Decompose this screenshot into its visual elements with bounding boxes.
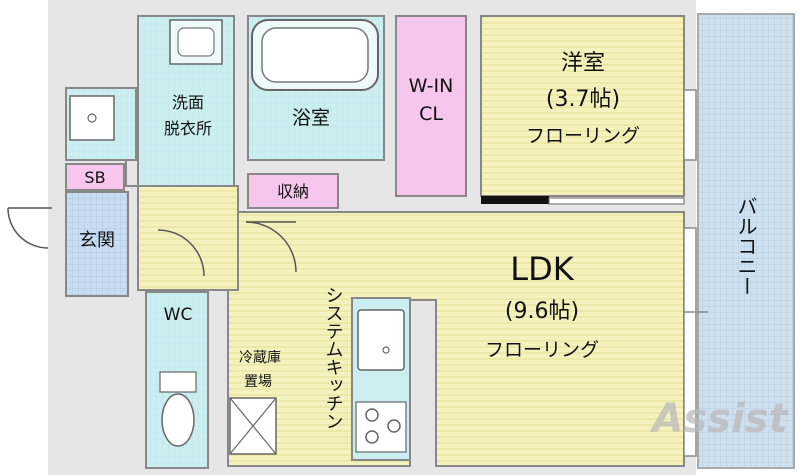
- balcony-label: バルコニー: [734, 196, 758, 296]
- western-room: [480, 15, 685, 197]
- entrance: [65, 191, 129, 297]
- ldk-name: LDK: [510, 250, 574, 288]
- balcony: [697, 13, 795, 469]
- fridge-label-1: 冷蔵庫: [239, 349, 281, 366]
- toilet-tank: [159, 371, 197, 393]
- washer-drain: [87, 113, 97, 123]
- toilet-label: WC: [164, 305, 193, 325]
- stove: [355, 401, 407, 453]
- western-room-size: (3.7帖): [546, 87, 620, 112]
- hall-door: [157, 229, 205, 277]
- kitchen-sink: [357, 309, 405, 371]
- ldk-size: (9.6帖): [505, 299, 579, 324]
- burner-icon: [365, 430, 379, 444]
- sliding-door: [481, 196, 549, 204]
- entrance-door: [7, 207, 49, 249]
- burner-icon: [365, 408, 379, 422]
- entrance-label: 玄関: [79, 230, 115, 251]
- shoe-box: [65, 163, 125, 191]
- sink-drain: [382, 346, 390, 354]
- storage-label: 収納: [277, 182, 309, 201]
- closet-label-2: CL: [419, 103, 443, 125]
- window: [683, 227, 697, 457]
- western-room-floor: フローリング: [526, 125, 640, 147]
- sliding-door-track: [548, 197, 685, 205]
- hallway: [137, 185, 239, 291]
- fridge-cross-2: [229, 397, 277, 455]
- washroom-label-1: 洗面: [172, 93, 204, 112]
- walk-in-closet: [395, 15, 467, 197]
- washbasin-bowl: [177, 27, 215, 57]
- bathroom-label: 浴室: [292, 107, 330, 129]
- western-room-name: 洋室: [561, 51, 605, 76]
- shoe-box-label: SB: [84, 168, 105, 187]
- washroom-label-2: 脱衣所: [164, 119, 212, 138]
- storage: [247, 173, 339, 209]
- window: [683, 89, 697, 161]
- washer-pan: [69, 95, 115, 141]
- burner-icon: [387, 419, 401, 433]
- ldk-door: [245, 221, 297, 273]
- toilet-bowl: [161, 393, 195, 447]
- fridge-label-2: 置場: [244, 374, 272, 390]
- ldk-floor: フローリング: [485, 339, 599, 361]
- kitchen-label: システムキッチン: [323, 286, 344, 430]
- ldk: [227, 211, 685, 467]
- watermark-logo: Assist: [649, 396, 789, 442]
- closet-label-1: W-IN: [409, 75, 454, 97]
- bathtub-inner: [261, 27, 369, 83]
